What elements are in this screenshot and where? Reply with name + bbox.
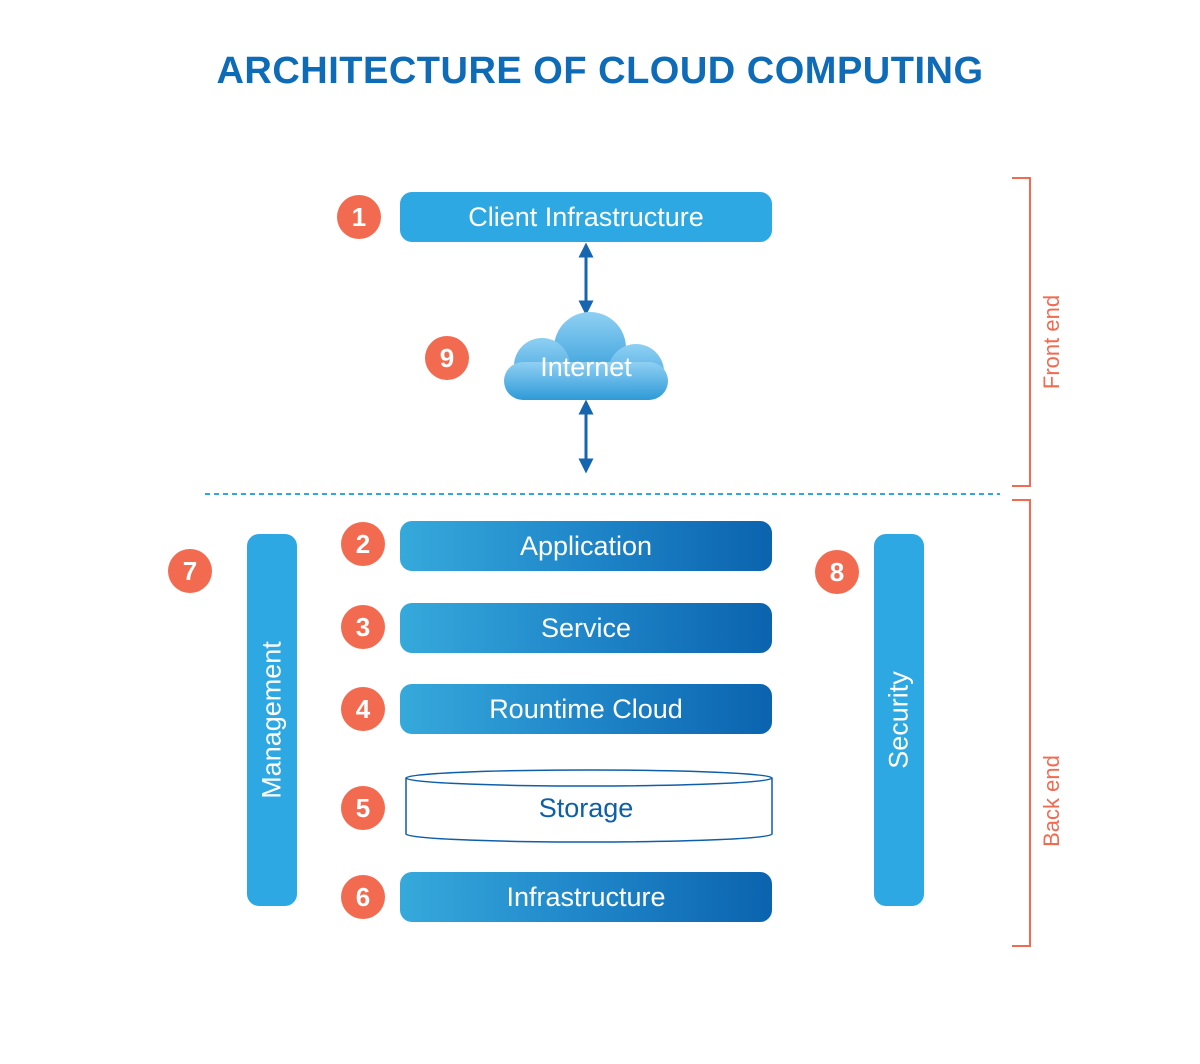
badge-internet: 9	[425, 336, 469, 380]
service-block: Service	[400, 603, 772, 653]
page-title: ARCHITECTURE OF CLOUD COMPUTING	[216, 50, 984, 92]
security-label: Security	[883, 671, 914, 769]
security-bar: Security	[874, 534, 924, 906]
badge-infrastructure: 6	[341, 875, 385, 919]
cloud-icon	[504, 312, 668, 400]
badge-service: 3	[341, 605, 385, 649]
infrastructure-block: Infrastructure	[400, 872, 772, 922]
client-infrastructure-block: Client Infrastructure	[400, 192, 772, 242]
badge-storage: 5	[341, 786, 385, 830]
badge-client: 1	[337, 195, 381, 239]
storage-cylinder	[405, 769, 773, 843]
back-end-label: Back end	[1039, 755, 1064, 847]
front-end-label: Front end	[1039, 294, 1064, 390]
management-label: Management	[256, 641, 287, 799]
badge-management: 7	[168, 549, 212, 593]
back-end-bracket	[1012, 499, 1031, 947]
badge-application: 2	[341, 522, 385, 566]
runtime-cloud-block: Rountime Cloud	[400, 684, 772, 734]
badge-security: 8	[815, 550, 859, 594]
application-block: Application	[400, 521, 772, 571]
management-bar: Management	[247, 534, 297, 906]
internet-label: Internet	[540, 352, 632, 382]
storage-label: Storage	[538, 793, 634, 823]
badge-runtime-cloud: 4	[341, 687, 385, 731]
front-end-bracket	[1012, 177, 1031, 487]
